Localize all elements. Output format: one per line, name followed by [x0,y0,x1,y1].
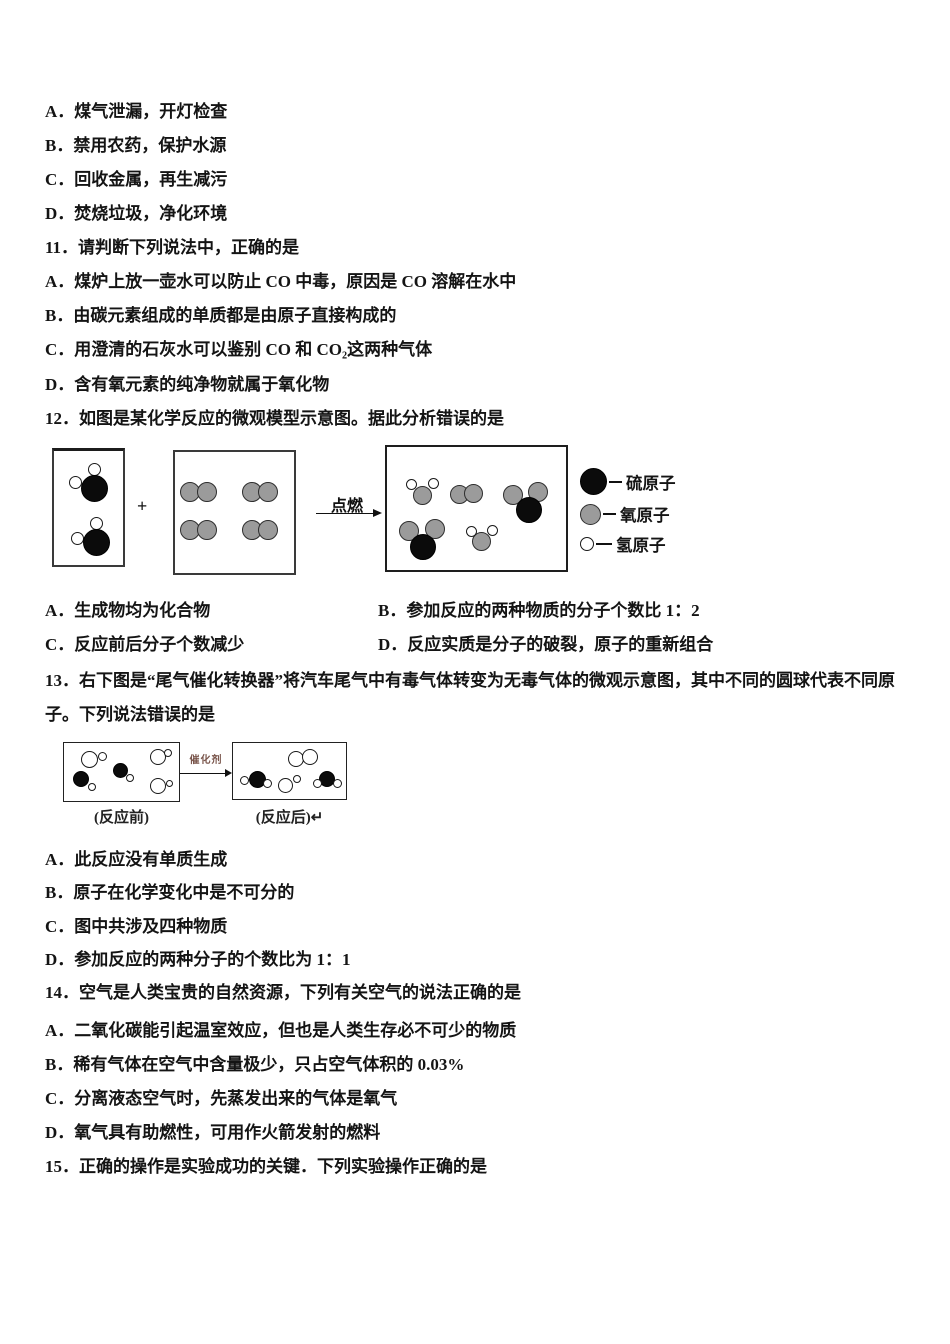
q12-option-a: A．生成物均为化合物 [45,601,211,620]
q13-before-box [63,742,180,802]
q13-stem-line2: 子。下列说法错误的是 [45,705,215,724]
q12-option-c: C．反应前后分子个数减少 [45,635,245,654]
q12-stem: 12．如图是某化学反应的微观模型示意图。据此分析错误的是 [45,409,504,428]
ignite-label: 点燃 [330,498,363,515]
NO-white-atom [97,751,107,761]
q13-option-a: A．此反应没有单质生成 [45,850,228,869]
legend-label-hydrogen: 氢原子 [616,536,666,555]
reaction-arrow [316,508,382,517]
NO-white-atom [277,777,293,793]
NO-white-atom [165,779,173,787]
q13-after-box [232,742,347,800]
legend-row-hydrogen: 氢原子 [580,532,676,556]
q10-option-a: A．煤气泄漏，开灯检查 [45,102,228,121]
legend-dash [596,543,612,545]
q12-reactant2-box [173,450,296,575]
O₂-gray-atom [197,520,217,540]
q14-option-c: C．分离液态空气时，先蒸发出来的气体是氧气 [45,1089,398,1108]
q10-option-c: C．回收金属，再生减污 [45,170,228,189]
q12-legend: 硫原子 氧原子 氢原子 [580,468,676,556]
hydrogen-atom-icon [580,537,594,551]
q12-option-d: D．反应实质是分子的破裂，原子的重新组合 [378,635,714,654]
CO-white-atom [126,774,134,782]
CO₂-white-atom [262,778,272,788]
H₂O-white-atom [465,525,477,537]
O₂-gray-atom [197,482,217,502]
SO₂-gray-atom [503,485,523,505]
H₂O-white-atom [427,477,439,489]
H₂S-white-atom [89,516,103,530]
arrowhead-icon [225,769,232,778]
q10-option-b: B．禁用农药，保护水源 [45,136,227,155]
q14-option-d: D．氧气具有助燃性，可用作火箭发射的燃料 [45,1123,381,1142]
H₂S-dark-atom [80,474,108,502]
catalyst-label: 催化剂 [189,755,223,766]
q12-product-box [385,445,568,572]
q13-stem-line1: 13．右下图是“尾气催化转换器”将汽车尾气中有毒气体转变为无毒气体的微观示意图，… [45,671,895,690]
oxygen-atom-icon [580,503,601,525]
NO-white-atom [150,778,166,794]
H₂O-white-atom [405,478,417,490]
H₂S-dark-atom [82,528,110,556]
NO-white-atom [293,775,301,783]
catalyst-arrow [180,769,232,778]
q14-option-b: B．稀有气体在空气中含量极少，只占空气体积的 0.03% [45,1055,465,1074]
plus-sign: + [137,496,148,516]
q15-stem: 15．正确的操作是实验成功的关键．下列实验操作正确的是 [45,1157,487,1176]
sulfur-atom-icon [580,468,607,495]
legend-row-oxygen: 氧原子 [580,502,676,526]
O₂-gray-atom [258,482,278,502]
O₂-gray-atom [463,483,483,503]
CO-dark-atom [112,762,128,778]
q10-option-d: D．焚烧垃圾，净化环境 [45,204,228,223]
q14-option-a: A．二氧化碳能引起温室效应，但也是人类生存必不可少的物质 [45,1021,517,1040]
CO-white-atom [88,783,96,791]
q11-option-a: A．煤炉上放一壶水可以防止 CO 中毒，原因是 CO 溶解在水中 [45,272,517,291]
q12-reactant1-box [52,448,125,567]
q13-option-b: B．原子在化学变化中是不可分的 [45,883,295,902]
after-reaction-label: (反应后)↵ [255,810,324,826]
CO₂-white-atom [239,775,249,785]
NO-white-atom [80,750,98,768]
legend-dash [603,513,616,515]
q11-option-b: B．由碳元素组成的单质都是由原子直接构成的 [45,306,397,325]
q13-option-c: C．图中共涉及四种物质 [45,917,228,936]
q13-catalytic-converter-diagram: 催化剂 (反应前) (反应后)↵ [63,740,363,835]
q11-option-c: C．用澄清的石灰水可以鉴别 CO 和 CO₂这两种气体 [45,340,433,359]
H₂O-gray-atom [471,531,491,551]
NO-white-atom [164,749,172,757]
q12-option-b: B．参加反应的两种物质的分子个数比 1：2 [378,601,700,620]
NO-white-atom [150,749,166,765]
SO₂-dark-atom [516,497,542,523]
q11-option-d: D．含有氧元素的纯净物就属于氧化物 [45,375,330,394]
legend-dash [609,480,622,483]
CO₂-white-atom [332,778,342,788]
q11-stem: 11．请判断下列说法中，正确的是 [45,238,300,257]
CO₂-white-atom [312,778,322,788]
legend-label-oxygen: 氧原子 [620,506,670,525]
q13-option-d: D．参加反应的两种分子的个数比为 1：1 [45,950,351,969]
q14-stem: 14．空气是人类宝贵的自然资源，下列有关空气的说法正确的是 [45,983,521,1002]
H₂S-white-atom [70,531,84,545]
before-reaction-label: (反应前) [94,810,149,826]
SO₂-dark-atom [410,534,436,560]
q12-reaction-diagram: + 点燃 硫原子 氧原子 氢原子 [52,444,712,586]
legend-row-sulfur: 硫原子 [580,468,676,495]
SO₂-gray-atom [425,519,445,539]
H₂O-white-atom [486,524,498,536]
CO-dark-atom [73,771,89,787]
O₂-gray-atom [258,520,278,540]
H₂S-white-atom [87,462,101,476]
H₂S-white-atom [68,475,82,489]
legend-label-sulfur: 硫原子 [626,473,676,493]
H₂O-gray-atom [412,485,432,505]
N₂-white-atom [302,749,318,765]
arrowhead-icon [373,508,382,517]
